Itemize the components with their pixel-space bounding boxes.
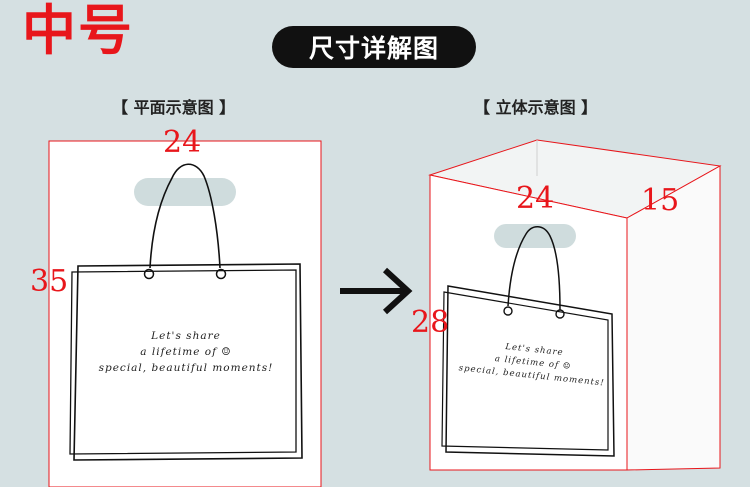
flat-view-label: 【 平面示意图 】 xyxy=(112,98,236,117)
section-title: 尺寸详解图 xyxy=(272,26,476,68)
threed-height-label: 28 xyxy=(411,305,450,340)
flat-bag-frame-outer xyxy=(73,263,303,461)
threed-bag-frame-outer xyxy=(445,285,615,457)
threed-bag xyxy=(428,139,722,471)
flat-bag-eyelet-right xyxy=(215,268,227,280)
flat-width-label: 24 xyxy=(163,125,202,160)
threed-width-label: 24 xyxy=(516,181,555,216)
arrow-right-icon xyxy=(340,267,413,315)
flat-height-label: 35 xyxy=(30,264,69,299)
flat-bag-frame-inner xyxy=(69,269,297,455)
flat-bag-string xyxy=(149,163,221,269)
threed-bag-frame-inner xyxy=(441,291,609,451)
flat-bag xyxy=(48,140,322,487)
threed-depth-label: 15 xyxy=(641,183,680,218)
threed-bag-string xyxy=(507,226,561,311)
size-title: 中号 xyxy=(22,0,134,62)
slogan-line: special, beautiful moments! xyxy=(98,362,274,374)
slogan-line: Let's share xyxy=(151,330,221,342)
flat-bag-handle-hole xyxy=(134,178,236,206)
threed-bag-handle-hole xyxy=(494,224,576,248)
flat-bag-slogan: Let's share a lifetime of ☺ special, bea… xyxy=(88,328,284,376)
slogan-line: a lifetime of ☺ xyxy=(140,346,232,358)
threed-view-label: 【 立体示意图 】 xyxy=(474,98,598,117)
threed-bag-front xyxy=(429,174,628,471)
